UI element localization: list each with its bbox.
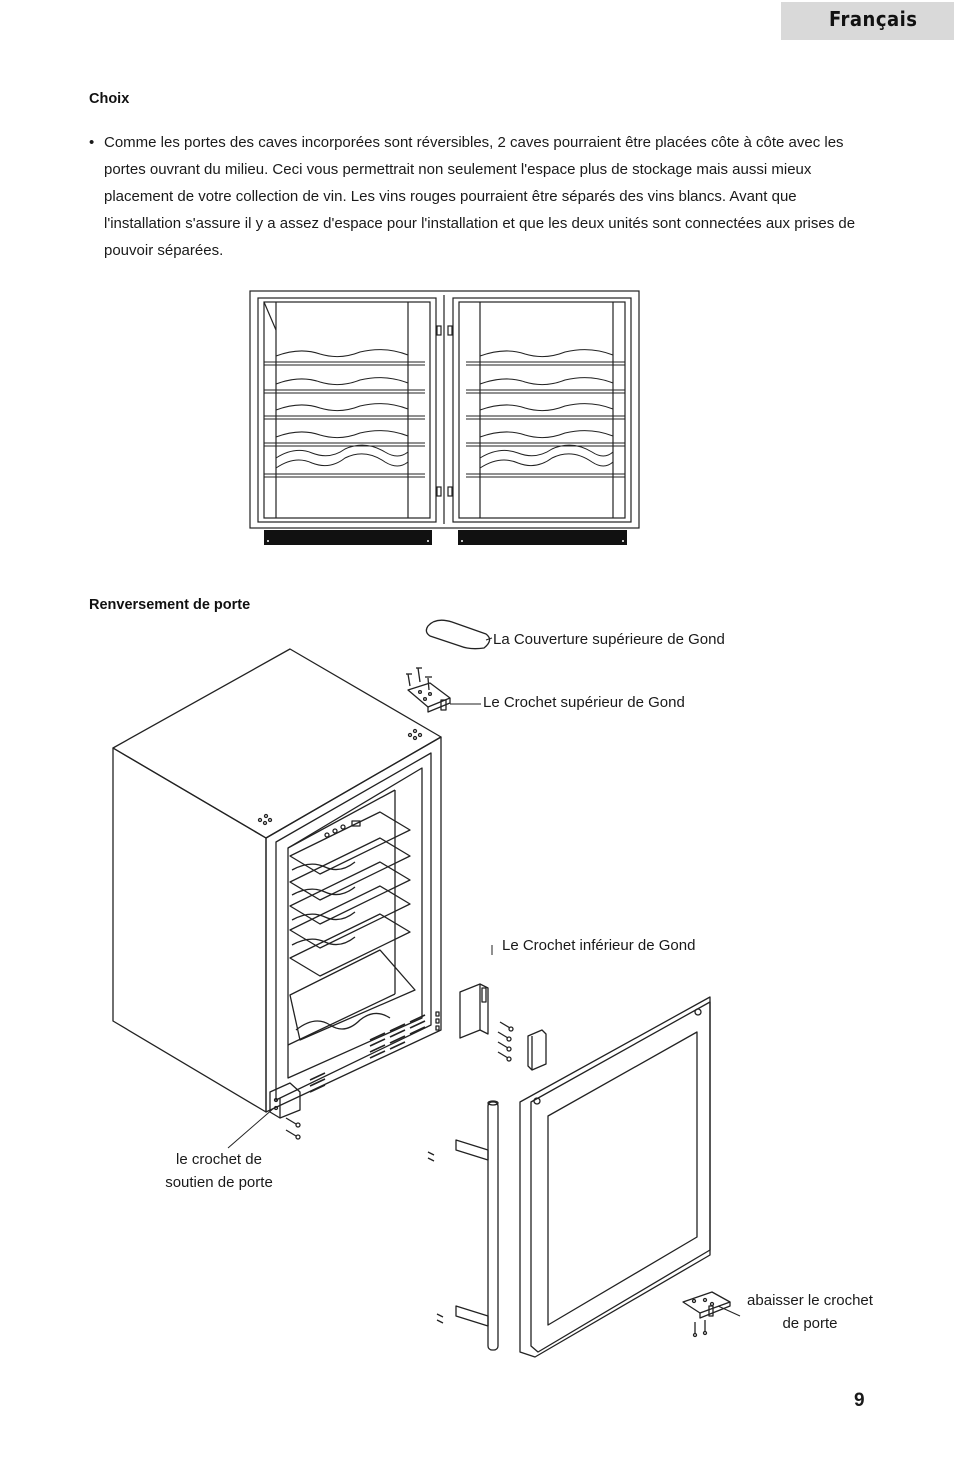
- section-title-choix: Choix: [89, 91, 130, 107]
- label-lower-door-line1: abaisser le crochet: [747, 1292, 873, 1309]
- page-number: 9: [854, 1390, 865, 1411]
- label-door-support-line2: soutien de porte: [165, 1174, 273, 1191]
- section-title-renversement: Renversement de porte: [89, 597, 251, 613]
- label-top-hinge-bracket: Le Crochet supérieur de Gond: [483, 694, 685, 711]
- bullet-marker: •: [89, 134, 95, 151]
- language-tab-label: Français: [829, 7, 918, 31]
- label-lower-hinge-bracket: Le Crochet inférieur de Gond: [502, 937, 696, 954]
- label-door-support-line1: le crochet de: [176, 1151, 262, 1168]
- language-tab: Français: [781, 2, 954, 40]
- label-lower-door-line2: de porte: [782, 1315, 838, 1332]
- label-top-hinge-cover: La Couverture supérieure de Gond: [493, 631, 725, 648]
- label-lower-door-bracket: abaisser le crochet de porte: [740, 1289, 880, 1335]
- choix-paragraph: Comme les portes des caves incorporées s…: [104, 134, 856, 259]
- label-door-support-bracket: le crochet de soutien de porte: [150, 1148, 288, 1194]
